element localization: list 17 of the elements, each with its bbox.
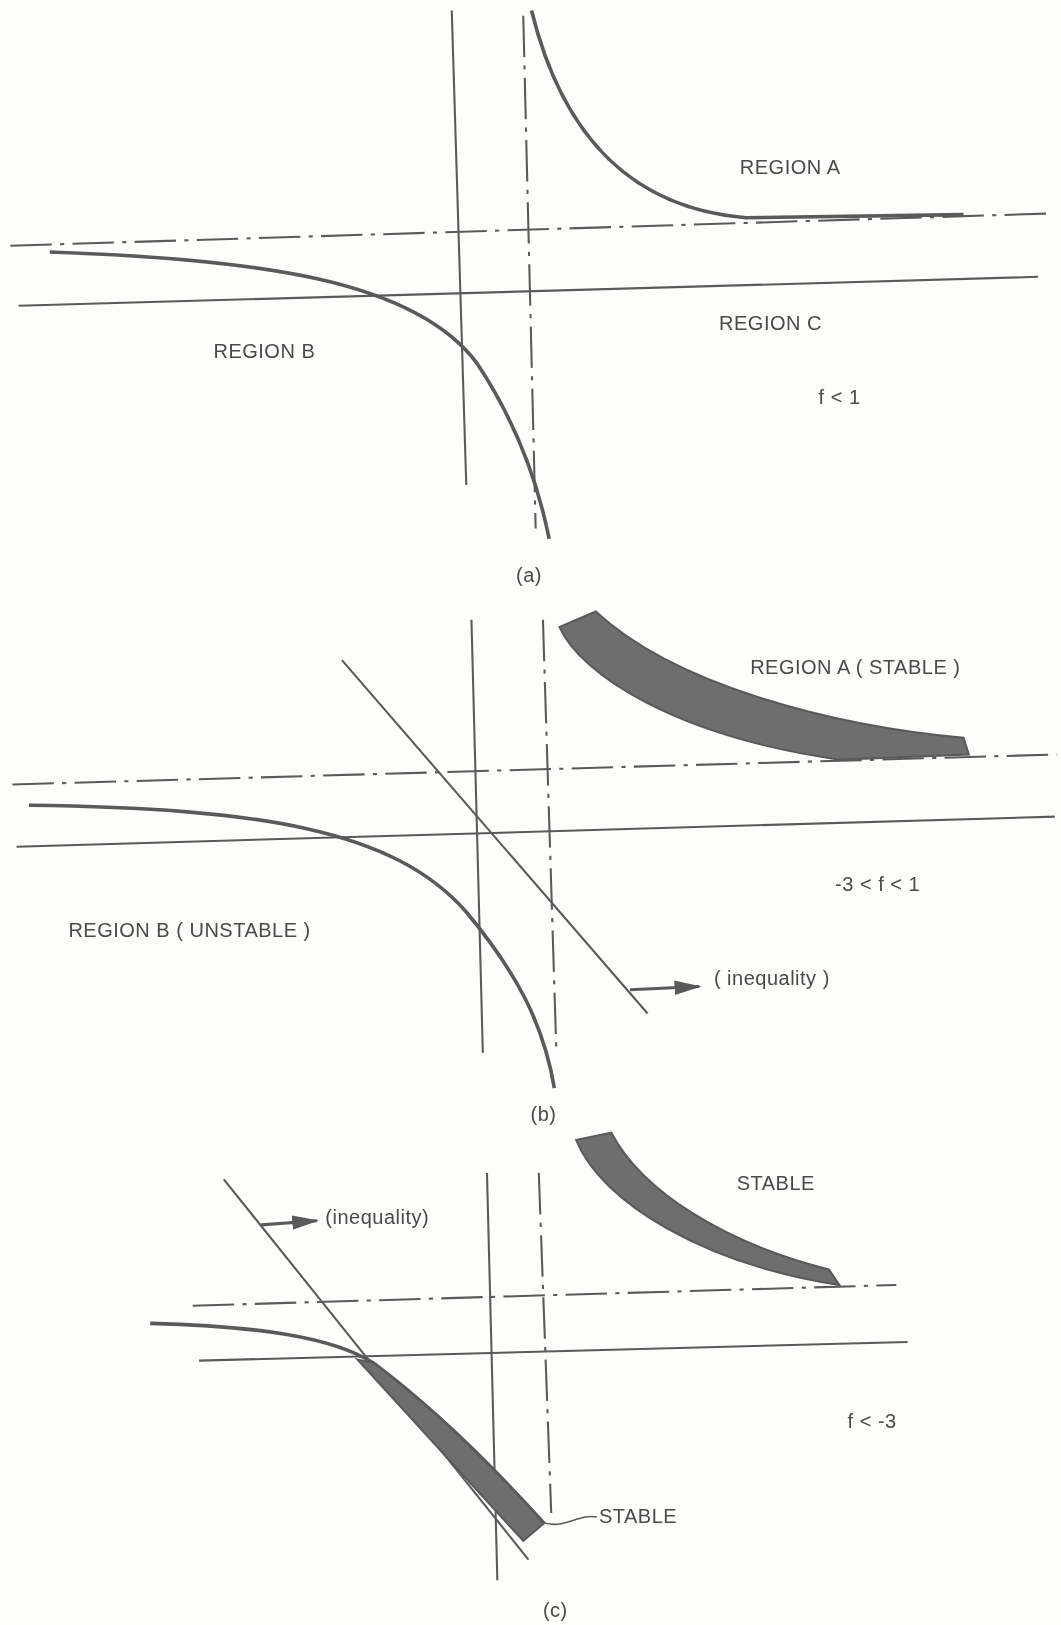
plot-label: REGION B <box>213 338 316 363</box>
plot-label: REGION C <box>719 310 822 335</box>
callout-label: STABLE <box>598 1504 678 1529</box>
plot-label: REGION A <box>739 155 841 180</box>
plot-label: ( inequality ) <box>713 965 830 990</box>
plot-label: f < 1 <box>818 385 861 410</box>
plot-label: (c) <box>542 1597 568 1622</box>
plot-label: f < -3 <box>847 1409 897 1434</box>
shaded-region <box>356 1358 545 1542</box>
leader-line <box>539 1515 598 1526</box>
plot-label: (b) <box>530 1102 557 1127</box>
plot-label: STABLE <box>736 1170 815 1195</box>
plot-label: -3 < f < 1 <box>835 872 921 897</box>
plot-label: REGION A ( STABLE ) <box>750 654 961 679</box>
plot-label: (a) <box>516 562 542 587</box>
plot-label: REGION B ( UNSTABLE ) <box>68 918 311 942</box>
plot-label: (inequality) <box>325 1205 430 1229</box>
